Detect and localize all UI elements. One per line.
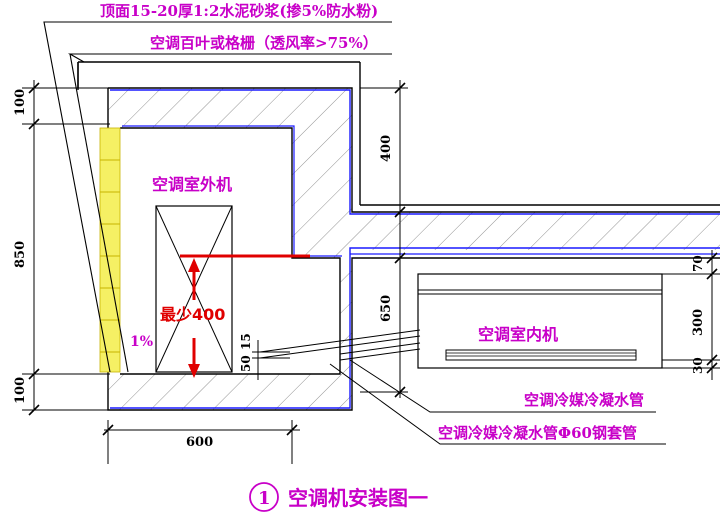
dimension-lines <box>22 80 720 464</box>
note-sleeve-pipe: 空调冷媒冷凝水管Φ60钢套管 <box>438 424 637 442</box>
title-number: 1 <box>258 488 271 509</box>
dim-right-30: 30 <box>691 357 705 374</box>
blue-outline-cavity-inner <box>122 125 342 257</box>
leader-louver-diag <box>69 53 129 373</box>
blue-outline-cavity <box>120 127 341 375</box>
indoor-unit <box>417 273 663 369</box>
dim-pipe-50: 50 <box>239 355 253 372</box>
drawing-title: 1 空调机安装图一 <box>249 482 428 512</box>
leader-top-finish <box>43 21 392 373</box>
dim-mid-mid: 650 <box>379 295 394 322</box>
refrigerant-pipe <box>259 329 421 361</box>
label-indoor-unit: 空调室内机 <box>478 325 558 344</box>
note-drain-pipe: 空调冷媒冷凝水管 <box>524 391 644 409</box>
title-text: 空调机安装图一 <box>288 486 428 510</box>
note-louver: 空调百叶或格栅（透风率>75%） <box>150 34 378 52</box>
dimension-ticks <box>28 82 718 436</box>
dim-left-bot: 100 <box>13 377 28 404</box>
note-top-finish: 顶面15-20厚1:2水泥砂浆(掺5%防水粉) <box>100 2 378 20</box>
indoor-unit-vent <box>445 349 637 361</box>
indoor-unit-box <box>417 273 663 369</box>
concrete-body-hatch <box>108 88 720 410</box>
label-min-clearance: 最少400 <box>160 305 225 324</box>
label-slope: 1% <box>130 334 153 350</box>
dim-left-top: 100 <box>13 89 28 116</box>
title-number-circle <box>249 482 279 512</box>
label-outdoor-unit: 空调室外机 <box>152 175 232 194</box>
dim-bottom-width: 600 <box>186 435 213 450</box>
clearance-marks <box>180 254 310 378</box>
clearance-arrow-up <box>188 258 200 272</box>
dim-mid-top: 400 <box>379 135 394 162</box>
clearance-arrow-down <box>188 364 200 378</box>
leader-louver <box>67 53 392 63</box>
concrete-structure <box>77 61 720 411</box>
leader-lines <box>43 21 392 373</box>
dim-left-mid: 850 <box>13 241 28 268</box>
dim-right-300: 300 <box>691 309 706 336</box>
dim-right-70: 70 <box>691 255 705 272</box>
dim-pipe-15: 15 <box>239 333 253 350</box>
blue-outline-outer <box>110 89 720 409</box>
